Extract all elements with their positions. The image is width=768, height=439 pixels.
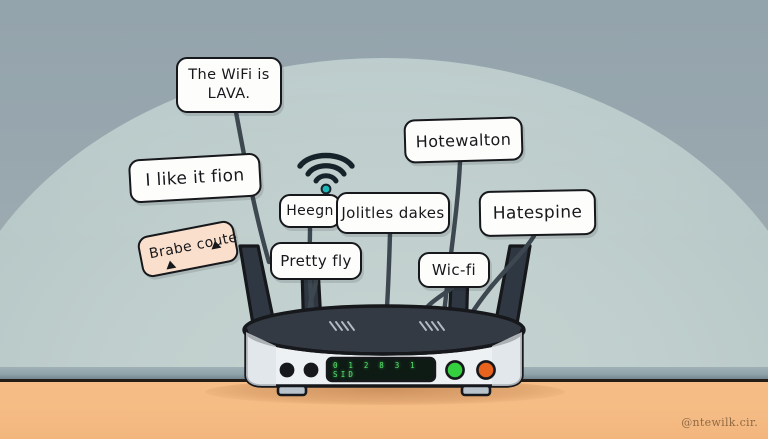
- network-label-hatespine[interactable]: Hatespine: [478, 188, 597, 238]
- floor-surface: [0, 382, 768, 439]
- watermark: @ntewilk.cir.: [681, 416, 758, 429]
- wifi-signal-icon: [297, 152, 355, 194]
- network-label-hotewalton[interactable]: Hotewalton: [403, 116, 524, 164]
- network-label-jolitles[interactable]: Jolitles dakes: [336, 192, 450, 234]
- network-label-pretty-fly[interactable]: Pretty fly: [270, 242, 362, 280]
- network-label-heegn[interactable]: Heegn: [279, 194, 341, 228]
- router-floor-shadow: [205, 379, 565, 405]
- network-label-fion[interactable]: I like it fion: [127, 152, 263, 204]
- triangle-marker-left: [164, 259, 177, 270]
- brabe-label-text: Brabe coute: [147, 229, 239, 263]
- led-display-text: 0 1 2 8 3 1 SID: [333, 361, 418, 379]
- network-label-wicfi[interactable]: Wic-fi: [418, 252, 490, 288]
- network-label-lava[interactable]: The WiFi is LAVA.: [176, 57, 282, 113]
